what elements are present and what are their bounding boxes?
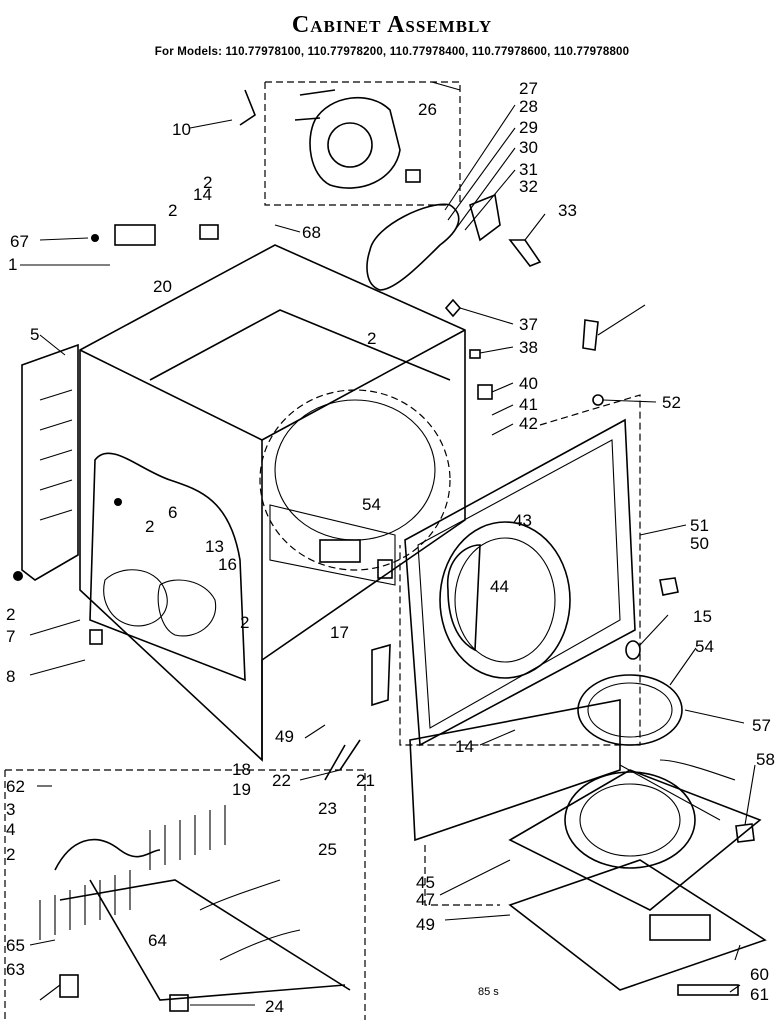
label-54-a: 54 [362,495,381,514]
front-panel [399,394,641,747]
label-28: 28 [519,97,538,116]
label-42: 42 [519,414,538,433]
small-parts [13,89,755,843]
label-49: 49 [416,915,435,934]
label-2-b: 2 [168,201,177,220]
wiring-harness-box [4,769,366,1020]
label-30: 30 [519,138,538,157]
label-13: 13 [205,537,224,556]
motor-assembly-box [264,81,461,206]
label-25: 25 [318,840,337,859]
label-24: 24 [265,997,284,1016]
label-18: 18 [232,760,251,779]
label-45: 45 [416,873,435,892]
cabinet-body [79,244,466,762]
label-65: 67 [10,232,29,251]
label-2-e: 2 [6,605,15,624]
door-ring [577,674,736,821]
label-29: 29 [519,118,538,137]
label-58: 58 [756,750,775,769]
label-59: 60 [750,965,769,984]
label-15: 15 [693,607,712,626]
label-62: 63 [6,960,25,979]
label-43: 43 [513,511,532,530]
label-57: 57 [752,716,771,735]
label-20: 20 [153,277,172,296]
label-26: 26 [418,100,437,119]
drum-belt [366,203,460,291]
leader-lines [20,81,756,1006]
label-31: 31 [519,160,538,179]
label-44: 44 [490,577,509,596]
label-61: 62 [6,777,25,796]
label-22: 22 [272,771,291,790]
label-10: 14 [193,185,212,204]
label-66: 68 [302,223,321,242]
label-6-a: 6 [168,503,177,522]
loading-door [508,769,767,996]
label-38: 38 [519,338,538,357]
label-19: 19 [232,780,251,799]
label-5: 5 [30,325,39,344]
label-41: 41 [519,395,538,414]
label-32: 32 [519,177,538,196]
label-37: 37 [519,315,538,334]
label-52: 50 [690,534,709,553]
model-list: For Models: 110.77978100, 110.77978200, … [154,46,630,58]
label-17: 17 [330,623,349,642]
label-50: 52 [662,393,681,412]
label-9: 10 [172,120,191,139]
label-53: 49 [275,727,294,746]
label-33: 33 [558,201,577,220]
label-51: 51 [690,516,709,535]
label-3: 3 [6,800,15,819]
label-21: 21 [356,771,375,790]
label-64: 65 [6,936,25,955]
label-7: 7 [6,627,15,646]
label-40: 40 [519,374,538,393]
label-2-g: 2 [6,845,15,864]
label-14: 14 [455,737,474,756]
label-23: 23 [318,799,337,818]
part-labels: 10 67 1 14 2 2 20 68 5 26 27 28 29 30 31… [6,79,775,1016]
drawing-code: 85 s [478,986,499,998]
label-27: 27 [519,79,538,98]
label-47: 47 [416,890,435,909]
label-2-d: 2 [145,517,154,536]
label-1: 1 [8,255,17,274]
label-2-a: 2 [203,173,212,192]
label-54-b: 54 [695,637,714,656]
label-2-f: 2 [240,613,249,632]
label-8: 8 [6,667,15,686]
label-16: 16 [218,555,237,574]
label-63: 64 [148,931,167,950]
label-2-c: 2 [367,329,376,348]
label-4: 4 [6,820,15,839]
side-panel [21,343,79,581]
label-60: 61 [750,985,769,1004]
diagram-title: Cabinet Assembly [291,12,493,38]
toe-panel [409,699,621,906]
